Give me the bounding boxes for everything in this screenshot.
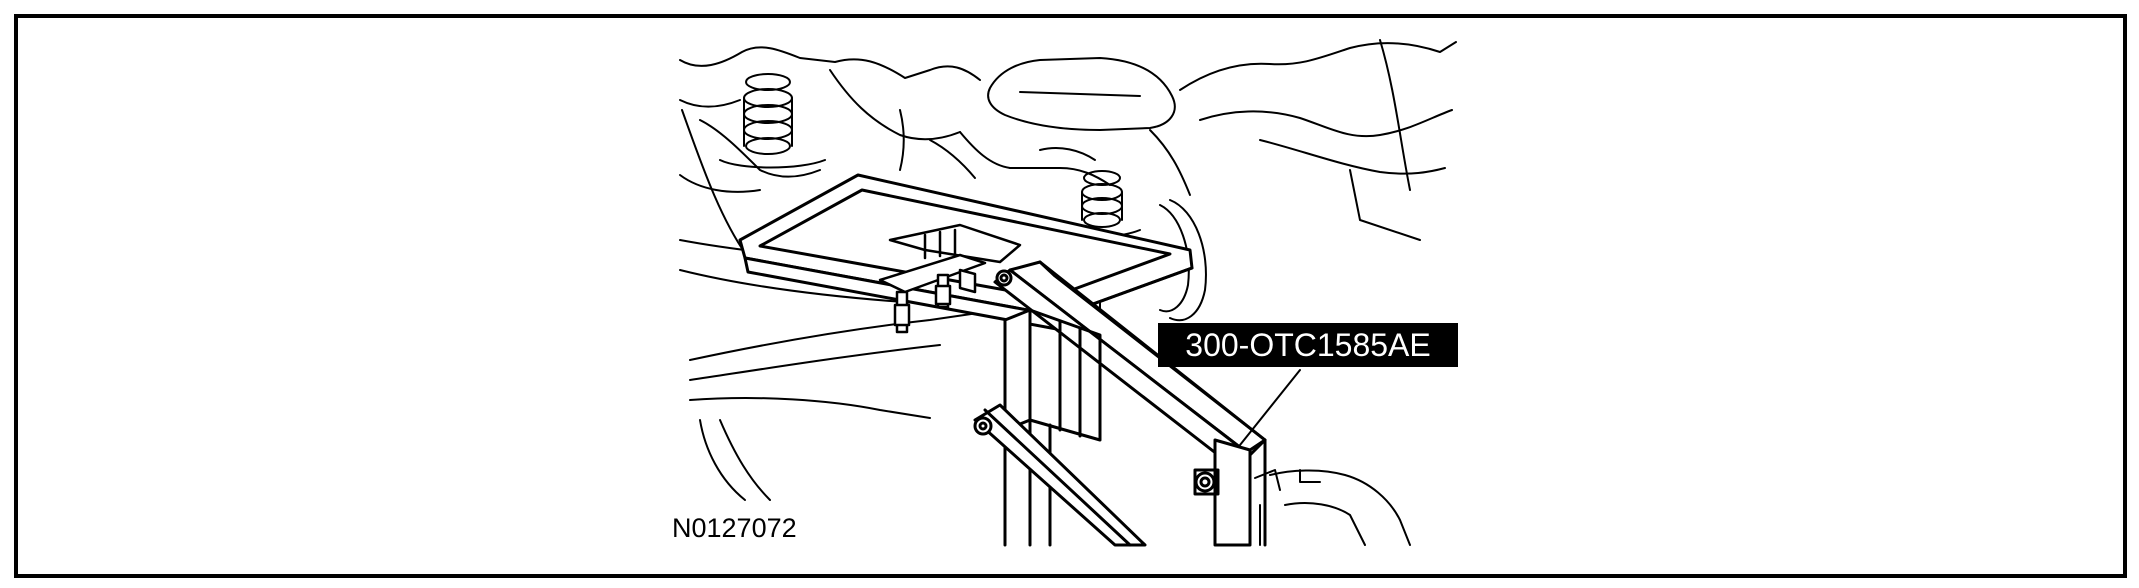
- brake-rotor: [1159, 199, 1207, 322]
- jack-lower-arm: [973, 403, 1220, 547]
- tool-callout-label: 300-OTC1585AE: [1158, 323, 1458, 367]
- jack-mast: [1003, 308, 1267, 547]
- right-spring-assembly: [1069, 170, 1141, 237]
- callout-leader-line: [1239, 369, 1301, 446]
- left-spring-assembly: [719, 73, 826, 169]
- lower-right-components: [1254, 469, 1411, 546]
- adapter-bracket: [878, 223, 1022, 334]
- figure-id: N0127072: [672, 513, 797, 543]
- vehicle-underbody-linework: [679, 39, 1457, 321]
